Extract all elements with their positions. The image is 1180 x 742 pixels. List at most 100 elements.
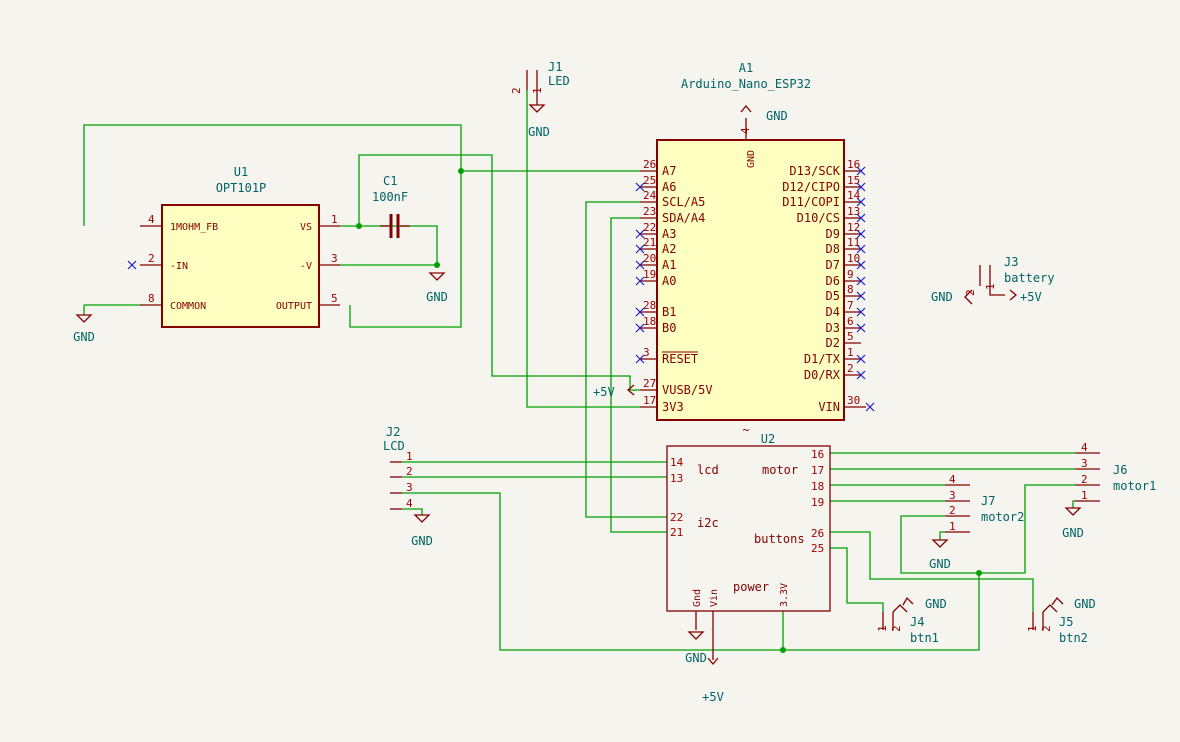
- a1-pin-number: 3: [643, 346, 650, 359]
- u1-pin8-name: COMMON: [170, 301, 206, 312]
- svg-text:lcd: lcd: [697, 463, 719, 477]
- no-connect-marker: [856, 307, 866, 317]
- svg-text:1: 1: [876, 625, 889, 632]
- a1-pin-number: 23: [643, 205, 656, 218]
- u2-module[interactable]: U2 lcd motor i2c buttons power 14 13 22 …: [666, 432, 831, 660]
- svg-text:2: 2: [964, 289, 977, 296]
- svg-text:~: ~: [742, 423, 749, 437]
- svg-text:+5V: +5V: [702, 690, 724, 704]
- j2-lcd-connector[interactable]: J2 LCD 1 2 3 4: [383, 425, 413, 510]
- p5v-symbol: +5V: [593, 384, 635, 399]
- u1-pin4-name: 1MOHM_FB: [170, 222, 218, 233]
- a1-pin-name: D8: [826, 242, 840, 256]
- no-connect-marker: [856, 213, 866, 223]
- svg-text:GND: GND: [929, 557, 951, 571]
- a1-pin-number: 9: [847, 268, 854, 281]
- gnd-symbol: GND: [426, 272, 448, 304]
- j5-value: btn2: [1059, 631, 1088, 645]
- no-connect-marker: [865, 402, 875, 412]
- u1-pin1-num: 1: [331, 213, 338, 226]
- j7-motor2-connector[interactable]: 4 3 2 1 J7 motor2: [945, 473, 1024, 533]
- a1-pin-name: B1: [662, 305, 676, 319]
- a1-pin-name: D1/TX: [804, 352, 841, 366]
- a1-pin-name: D4: [826, 305, 840, 319]
- no-connect-marker: [635, 354, 645, 364]
- a1-pin-number: 21: [643, 236, 656, 249]
- a1-pin-number: 28: [643, 299, 656, 312]
- a1-pin-name: A3: [662, 227, 676, 241]
- a1-right-pins: 16D13/SCK15D12/CIPO14D11/COPI13D10/CS12D…: [782, 158, 875, 414]
- svg-text:3: 3: [949, 489, 956, 502]
- a1-pin-number: 25: [643, 174, 656, 187]
- u1-value: OPT101P: [216, 181, 267, 195]
- u1-pin1-name: VS: [300, 222, 312, 233]
- u1-pin3-num: 3: [331, 252, 338, 265]
- c1-value: 100nF: [372, 190, 408, 204]
- no-connect-marker: [635, 260, 645, 270]
- svg-text:GND: GND: [1062, 526, 1084, 540]
- svg-text:i2c: i2c: [697, 516, 719, 530]
- a1-pin-name: A1: [662, 258, 676, 272]
- c1-capacitor[interactable]: C1 100nF: [372, 174, 410, 238]
- a1-pin-name: A6: [662, 180, 676, 194]
- no-connect-marker: [635, 229, 645, 239]
- svg-text:3.3V: 3.3V: [779, 583, 790, 607]
- j6-motor1-connector[interactable]: 4 3 2 1 J6 motor1: [1075, 441, 1156, 502]
- u1-pin3-name: -V: [300, 261, 312, 272]
- a1-pin-number: 8: [847, 283, 854, 296]
- no-connect-marker: [856, 244, 866, 254]
- svg-text:2: 2: [890, 625, 903, 632]
- a1-pin-number: 24: [643, 189, 657, 202]
- u1-opt101p[interactable]: U1 OPT101P 4 2 8 1 3 5 1MOHM_FB -IN COMM…: [127, 165, 340, 328]
- j4-btn1-connector[interactable]: 1 2 J4 btn1 GND: [876, 596, 947, 645]
- u1-pin4-num: 4: [148, 213, 155, 226]
- c1-ref: C1: [383, 174, 397, 188]
- j1-value: LED: [548, 74, 570, 88]
- svg-text:Gnd: Gnd: [692, 589, 703, 607]
- a1-pin-name: SDA/A4: [662, 211, 705, 225]
- no-connect-marker: [856, 291, 866, 301]
- j2-value: LCD: [383, 439, 405, 453]
- svg-text:power: power: [733, 580, 769, 594]
- no-connect-marker: [635, 276, 645, 286]
- no-connect-marker: [856, 182, 866, 192]
- a1-pin-number: 20: [643, 252, 656, 265]
- gnd-symbol: GND: [411, 514, 433, 548]
- a1-pin-number: 7: [847, 299, 854, 312]
- svg-text:GND: GND: [685, 651, 707, 665]
- a1-pin-number: 18: [643, 315, 656, 328]
- no-connect-marker: [856, 354, 866, 364]
- a1-pin-name: SCL/A5: [662, 195, 705, 209]
- svg-text:2: 2: [1040, 625, 1053, 632]
- svg-text:GND: GND: [1074, 597, 1096, 611]
- svg-text:1: 1: [949, 520, 956, 533]
- a1-pin-name: D11/COPI: [782, 195, 840, 209]
- j1-led-connector[interactable]: 2 1 J1 LED: [510, 60, 570, 94]
- svg-text:26: 26: [811, 527, 824, 540]
- gnd-symbol: GND: [685, 631, 707, 665]
- j6-ref: J6: [1113, 463, 1127, 477]
- no-connect-marker: [856, 276, 866, 286]
- svg-text:13: 13: [670, 472, 683, 485]
- a1-pin-name: D2: [826, 336, 840, 350]
- svg-text:25: 25: [811, 542, 824, 555]
- svg-text:GND: GND: [746, 150, 757, 168]
- gnd-symbol: GND: [528, 92, 550, 139]
- svg-text:1: 1: [1026, 625, 1039, 632]
- a1-pin-name: D5: [826, 289, 840, 303]
- j4-value: btn1: [910, 631, 939, 645]
- a1-pin-number: 22: [643, 221, 656, 234]
- j5-btn2-connector[interactable]: 1 2 J5 btn2 GND: [1026, 596, 1096, 645]
- svg-text:21: 21: [670, 526, 683, 539]
- svg-text:18: 18: [811, 480, 824, 493]
- a1-pin-number: 19: [643, 268, 656, 281]
- a1-pin-name: A7: [662, 164, 676, 178]
- j3-battery-connector[interactable]: 2 1 J3 battery GND +5V: [931, 255, 1055, 305]
- a1-pin-name: A0: [662, 274, 676, 288]
- no-connect-marker: [635, 323, 645, 333]
- junctions: [356, 168, 982, 653]
- svg-text:Vin: Vin: [709, 589, 720, 607]
- a1-pin-name: D10/CS: [797, 211, 840, 225]
